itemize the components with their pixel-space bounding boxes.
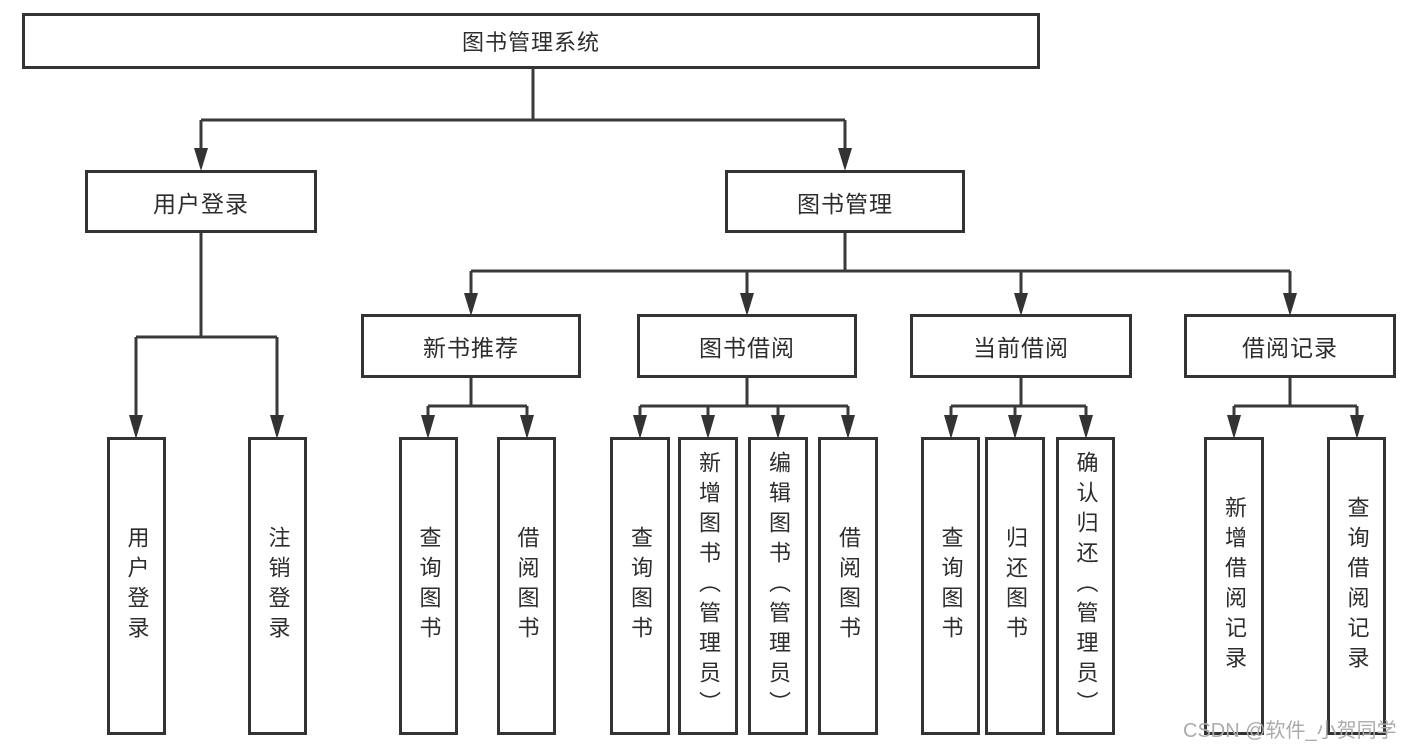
leaf-label: 编辑图书（管理员） — [766, 451, 791, 721]
arrowhead — [464, 293, 478, 316]
arrowhead — [701, 415, 715, 439]
arrowhead — [771, 415, 785, 439]
leaf-label: 查询图书 — [416, 526, 442, 646]
node-current-borrowing: 当前借阅 — [910, 314, 1132, 378]
arrowhead — [1014, 293, 1028, 316]
leaf-confirm-return-admin: 确认归还（管理员） — [1056, 437, 1115, 735]
arrowhead — [270, 415, 284, 439]
leaf-label: 注销登录 — [265, 526, 291, 646]
leaf-label: 确认归还（管理员） — [1073, 451, 1099, 721]
connector-borrow-record-to-leaves — [1227, 378, 1364, 439]
leaf-query-books-current: 查询图书 — [921, 437, 980, 735]
connector-root-to-level2 — [194, 68, 852, 171]
arrowhead — [633, 415, 647, 439]
node-book-borrowing: 图书借阅 — [637, 314, 857, 378]
arrowhead — [1283, 293, 1297, 316]
node-label: 新书推荐 — [423, 335, 519, 361]
leaf-label: 借阅图书 — [514, 526, 540, 646]
node-label: 用户登录 — [153, 190, 249, 217]
arrowhead — [421, 415, 435, 439]
node-new-book-recommendation: 新书推荐 — [361, 314, 581, 378]
node-borrowing-records: 借阅记录 — [1184, 314, 1396, 378]
leaf-label: 借阅图书 — [836, 526, 861, 646]
arrowhead — [841, 415, 855, 439]
leaf-query-books-recommend: 查询图书 — [399, 437, 458, 735]
arrowhead — [1227, 415, 1241, 439]
leaf-borrow-books: 借阅图书 — [818, 437, 878, 735]
arrowhead — [129, 415, 143, 439]
leaf-label: 归还图书 — [1003, 526, 1028, 646]
node-label: 图书管理系统 — [461, 30, 600, 55]
leaf-label: 查询借阅记录 — [1344, 496, 1370, 676]
node-label: 借阅记录 — [1242, 335, 1338, 361]
leaf-logout: 注销登录 — [248, 437, 307, 735]
arrowhead — [838, 148, 852, 171]
node-user-login: 用户登录 — [85, 170, 317, 233]
arrowhead — [520, 415, 534, 439]
connector-user-login-to-leaves — [129, 233, 284, 439]
arrowhead — [1350, 415, 1364, 439]
leaf-label: 查询图书 — [938, 526, 964, 646]
node-root-system: 图书管理系统 — [22, 13, 1040, 69]
leaf-label: 用户登录 — [124, 526, 150, 646]
arrowhead — [944, 415, 958, 439]
leaf-label: 新增图书（管理员） — [696, 451, 721, 721]
arrowhead — [1008, 415, 1022, 439]
csdn-watermark: CSDN @软件_小贺同学 — [1183, 720, 1397, 742]
leaf-borrow-books-recommend: 借阅图书 — [497, 437, 556, 735]
leaf-query-books-borrow: 查询图书 — [610, 437, 670, 735]
leaf-add-books-admin: 新增图书（管理员） — [678, 437, 738, 735]
arrowhead — [1079, 415, 1093, 439]
connector-new-book-to-leaves — [421, 378, 534, 439]
node-book-management: 图书管理 — [725, 170, 965, 233]
arrowhead — [740, 293, 754, 316]
node-label: 当前借阅 — [973, 335, 1069, 361]
connector-book-management-to-level3 — [464, 233, 1297, 316]
leaf-edit-books-admin: 编辑图书（管理员） — [748, 437, 808, 735]
leaf-label: 新增借阅记录 — [1222, 496, 1247, 676]
leaf-return-books: 归还图书 — [985, 437, 1045, 735]
node-label: 图书管理 — [797, 190, 893, 217]
arrowhead — [194, 148, 208, 171]
leaf-label: 查询图书 — [628, 526, 653, 646]
leaf-query-borrow-record: 查询借阅记录 — [1327, 437, 1386, 735]
leaf-user-login: 用户登录 — [107, 437, 166, 735]
connector-book-borrow-to-leaves — [633, 378, 855, 439]
connector-current-borrow-to-leaves — [944, 378, 1093, 439]
node-label: 图书借阅 — [699, 335, 795, 361]
leaf-add-borrow-record: 新增借阅记录 — [1204, 437, 1264, 735]
